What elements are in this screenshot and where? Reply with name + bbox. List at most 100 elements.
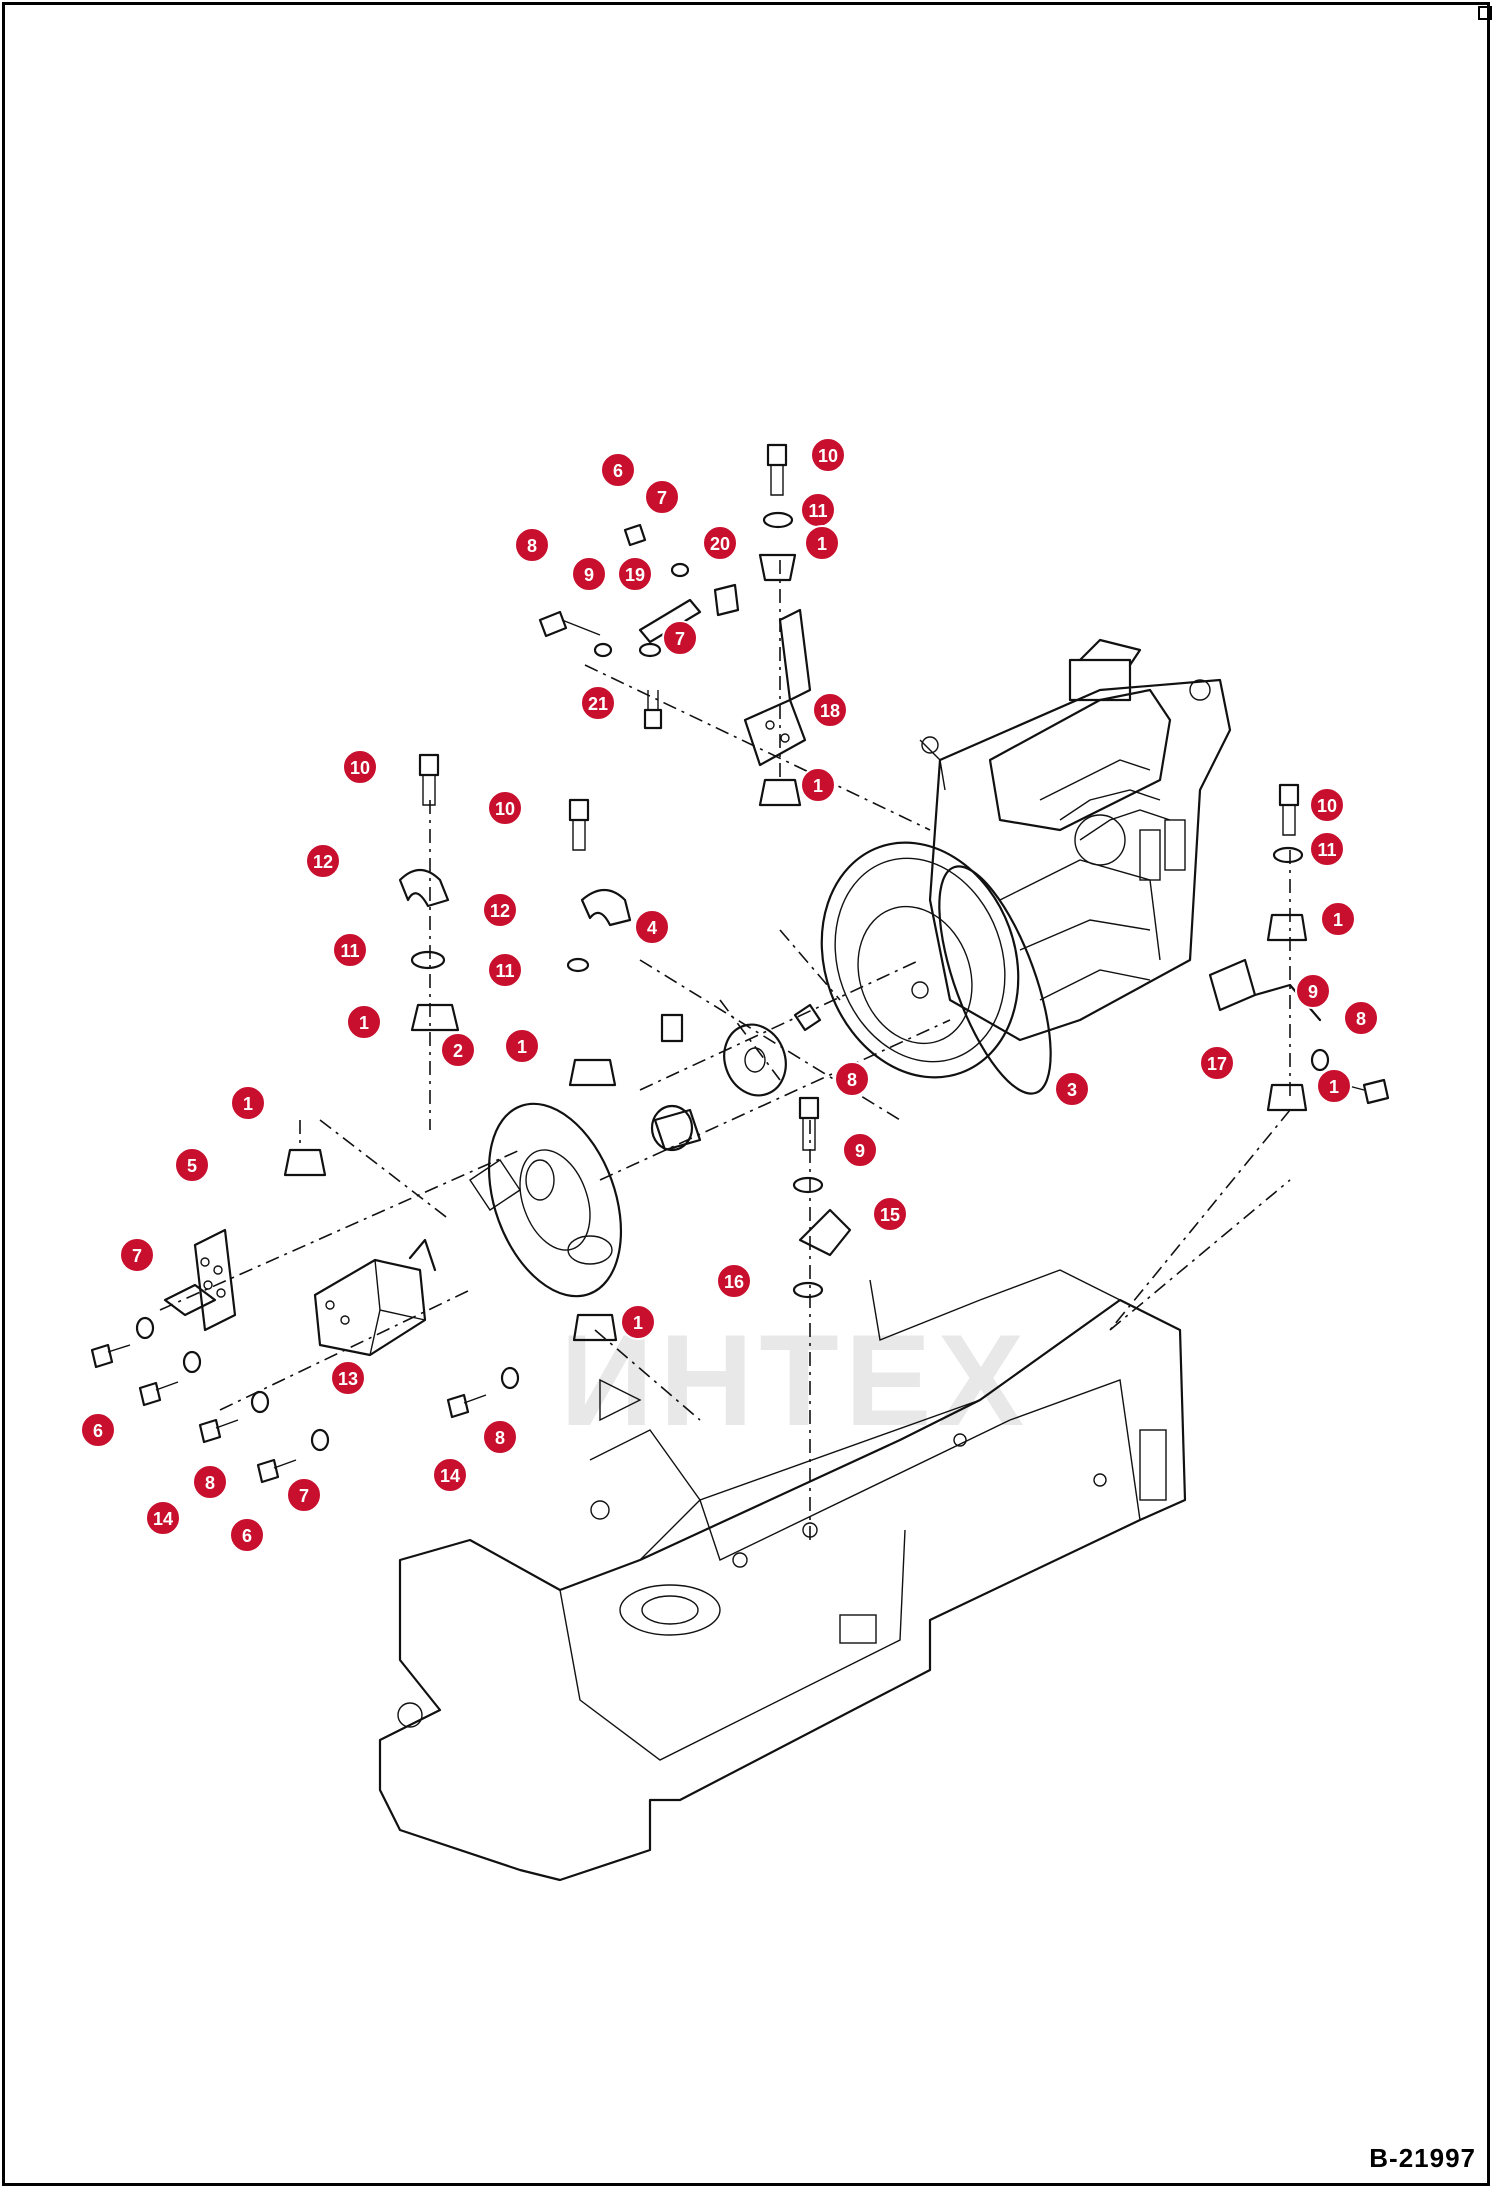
callout-marker (487, 790, 523, 826)
callout-2: 2 (440, 1032, 476, 1068)
callout-6: 6 (600, 452, 636, 488)
callout-marker (174, 1147, 210, 1183)
callout-9: 9 (571, 556, 607, 592)
callout-12: 12 (482, 892, 518, 928)
callout-14: 14 (432, 1457, 468, 1493)
callout-marker (634, 909, 670, 945)
callout-16: 16 (716, 1263, 752, 1299)
callout-number: 10 (1317, 796, 1337, 816)
callout-11: 11 (487, 952, 523, 988)
engine-assembly (919, 638, 1232, 1042)
callout-number: 15 (880, 1205, 900, 1225)
coupling-plate (469, 1102, 623, 1298)
callout-11: 11 (332, 932, 368, 968)
assembly-lines (159, 560, 1291, 1540)
callout-14: 14 (145, 1500, 181, 1536)
callout-marker (1199, 1045, 1235, 1081)
callout-number: 11 (808, 501, 827, 521)
callout-number: 4 (647, 918, 657, 938)
callout-marker (342, 749, 378, 785)
callout-number: 7 (132, 1246, 142, 1266)
document-code: B-21997 (1369, 2143, 1476, 2173)
callout-9: 9 (1295, 973, 1331, 1009)
callout-8: 8 (192, 1464, 228, 1500)
callout-number: 8 (527, 536, 537, 556)
callout-7: 7 (662, 620, 698, 656)
callout-number: 10 (818, 446, 838, 466)
callout-number: 6 (613, 461, 623, 481)
callout-marker (812, 692, 848, 728)
callout-9: 9 (842, 1132, 878, 1168)
callout-marker (119, 1237, 155, 1273)
callout-marker (600, 452, 636, 488)
callout-number: 7 (675, 629, 685, 649)
callout-19: 19 (617, 556, 653, 592)
callout-number: 21 (588, 694, 608, 714)
callout-number: 10 (350, 758, 370, 778)
callout-marker (440, 1032, 476, 1068)
callout-number: 11 (1317, 840, 1336, 860)
callout-marker (842, 1132, 878, 1168)
callout-4: 4 (634, 909, 670, 945)
callout-17: 17 (1199, 1045, 1235, 1081)
callout-8: 8 (1343, 1000, 1379, 1036)
callout-10: 10 (810, 437, 846, 473)
callout-number: 9 (584, 565, 594, 585)
callout-21: 21 (580, 685, 616, 721)
callout-number: 2 (453, 1041, 463, 1061)
engine-mount-bracket-top (743, 608, 812, 767)
callout-marker (1295, 973, 1331, 1009)
callout-10: 10 (342, 749, 378, 785)
callout-marker (482, 1419, 518, 1455)
callout-number: 7 (299, 1486, 309, 1506)
callout-marker (482, 892, 518, 928)
callout-1: 1 (1316, 1068, 1352, 1104)
flex-coupling (650, 1003, 822, 1152)
callout-18: 18 (812, 692, 848, 728)
callout-number: 14 (440, 1466, 460, 1486)
callout-1: 1 (804, 525, 840, 561)
callout-20: 20 (702, 525, 738, 561)
callout-marker (834, 1061, 870, 1097)
pump-bracket (163, 1228, 237, 1332)
callout-marker (514, 527, 550, 563)
callout-marker (305, 843, 341, 879)
callout-marker (192, 1464, 228, 1500)
callout-number: 16 (724, 1272, 744, 1292)
callout-8: 8 (514, 527, 550, 563)
callout-marker (145, 1500, 181, 1536)
callout-1: 1 (346, 1004, 382, 1040)
callout-marker (432, 1457, 468, 1493)
callout-marker (872, 1196, 908, 1232)
callout-7: 7 (644, 479, 680, 515)
callout-number: 19 (625, 565, 645, 585)
callout-7: 7 (286, 1477, 322, 1513)
callout-marker (1054, 1071, 1090, 1107)
callout-marker (330, 1360, 366, 1396)
corner-mark (1478, 6, 1492, 20)
callout-marker (571, 556, 607, 592)
callout-marker (617, 556, 653, 592)
rubber-mounts (283, 553, 1308, 1342)
callout-number: 8 (205, 1473, 215, 1493)
callout-number: 1 (243, 1094, 253, 1114)
callout-number: 14 (153, 1509, 173, 1529)
callout-number: 1 (517, 1037, 527, 1057)
callout-number: 7 (657, 488, 667, 508)
callout-marker (1309, 787, 1345, 823)
callout-1: 1 (620, 1304, 656, 1340)
callout-number: 20 (710, 534, 730, 554)
callout-number: 1 (817, 534, 827, 554)
clamps (398, 583, 852, 1257)
callout-5: 5 (174, 1147, 210, 1183)
callout-number: 1 (1333, 910, 1343, 930)
callout-number: 1 (359, 1013, 369, 1033)
callout-number: 13 (338, 1369, 358, 1389)
callout-marker (80, 1412, 116, 1448)
flywheel (820, 841, 1052, 1095)
callout-15: 15 (872, 1196, 908, 1232)
callout-1: 1 (800, 767, 836, 803)
callout-marker (286, 1477, 322, 1513)
callout-number: 5 (187, 1156, 197, 1176)
callout-11: 11 (1309, 831, 1345, 867)
